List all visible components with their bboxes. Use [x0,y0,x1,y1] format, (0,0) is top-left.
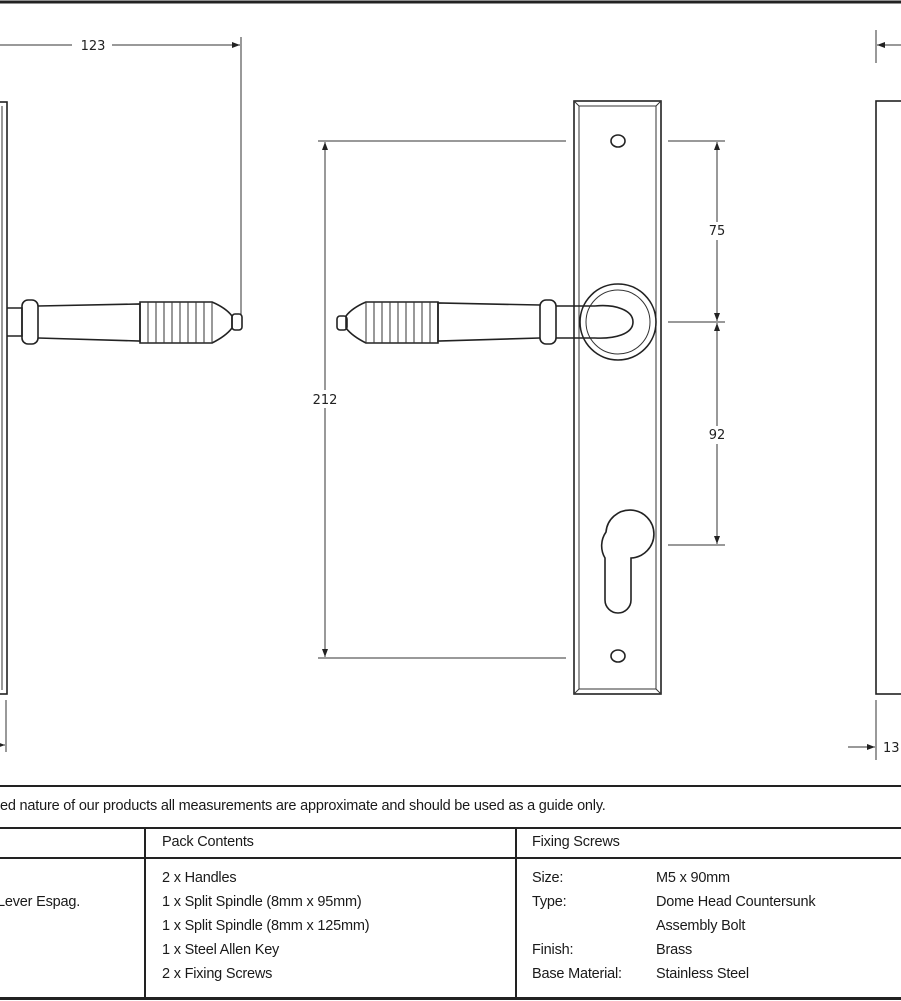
table-bottom-border [0,997,901,1000]
fixing-screws-header: Fixing Screws [532,834,620,850]
pack-contents-header: Pack Contents [162,834,254,850]
column-divider [144,828,146,998]
spec-value: M5 x 90mm [656,870,730,886]
table-header-border [0,857,901,859]
spec-value: Assembly Bolt [656,918,746,934]
rose [579,283,657,361]
column-divider [515,828,517,998]
table-top-border [0,827,901,829]
spec-label: Type: [532,894,567,910]
edge-view: 13 [848,30,901,760]
spec-label: Size: [532,870,564,886]
product-type-cell: Lever Espag. [0,894,81,910]
technical-drawing: 123 212 [0,0,901,760]
screw-hole-bottom [610,649,626,663]
pack-item: 2 x Handles [162,870,237,886]
dim-depth: 13 [883,741,900,756]
pack-item: 2 x Fixing Screws [162,966,273,982]
screw-hole-top [610,134,626,148]
dim-lower-centre: 92 [709,428,726,443]
spec-label: Finish: [532,942,574,958]
divider [0,785,901,787]
spec-value: Dome Head Countersunk [656,894,816,910]
euro-cylinder-cutout [600,509,655,614]
disclaimer: ed nature of our products all measuremen… [0,798,606,814]
dim-projection: 123 [81,39,106,54]
front-view: 212 75 92 [310,100,726,695]
dim-upper-centre: 75 [709,224,726,239]
dim-total-height: 212 [313,393,338,408]
pack-item: 1 x Steel Allen Key [162,942,280,958]
left-side-view: 123 [0,37,243,752]
spec-value: Brass [656,942,693,958]
spec-value: Stainless Steel [656,966,749,982]
pack-item: 1 x Split Spindle (8mm x 125mm) [162,918,370,934]
pack-item: 1 x Split Spindle (8mm x 95mm) [162,894,362,910]
spec-label: Base Material: [532,966,622,982]
